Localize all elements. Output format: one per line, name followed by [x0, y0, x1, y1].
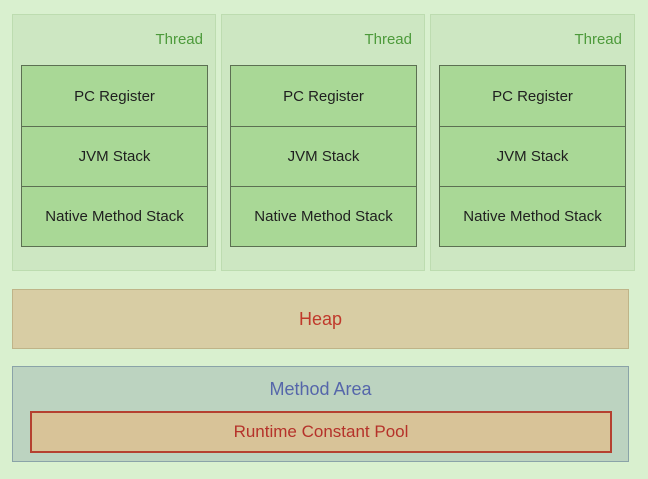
thread-label: Thread — [155, 31, 203, 48]
thread-label: Thread — [574, 31, 622, 48]
native-method-stack: Native Method Stack — [22, 186, 207, 246]
pc-register: PC Register — [231, 66, 416, 126]
heap-label: Heap — [298, 308, 343, 329]
jvm-stack: JVM Stack — [22, 126, 207, 186]
method-area-label: Method Area — [269, 379, 372, 399]
pc-register: PC Register — [22, 66, 207, 126]
thread-label: Thread — [364, 31, 412, 48]
native-method-stack: Native Method Stack — [440, 186, 625, 246]
runtime-constant-pool: Runtime Constant Pool — [30, 411, 612, 453]
heap-area: Heap — [12, 289, 629, 349]
method-area: Method Area Runtime Constant Pool — [12, 366, 629, 462]
thread-panel-2: Thread PC Register JVM Stack Native Meth… — [221, 14, 425, 271]
thread-panel-3: Thread PC Register JVM Stack Native Meth… — [430, 14, 635, 271]
thread-stack: PC Register JVM Stack Native Method Stac… — [230, 65, 417, 247]
pc-register: PC Register — [440, 66, 625, 126]
jvm-stack: JVM Stack — [440, 126, 625, 186]
jvm-stack: JVM Stack — [231, 126, 416, 186]
thread-panel-1: Thread PC Register JVM Stack Native Meth… — [12, 14, 216, 271]
native-method-stack: Native Method Stack — [231, 186, 416, 246]
thread-stack: PC Register JVM Stack Native Method Stac… — [21, 65, 208, 247]
thread-stack: PC Register JVM Stack Native Method Stac… — [439, 65, 626, 247]
runtime-constant-pool-label: Runtime Constant Pool — [233, 422, 409, 441]
